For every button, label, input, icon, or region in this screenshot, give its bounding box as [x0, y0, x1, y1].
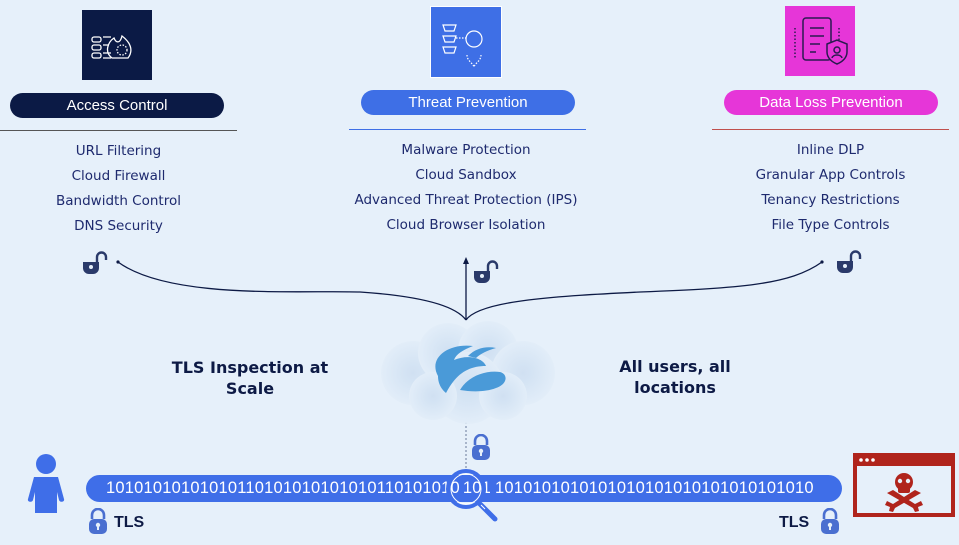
feature-url-filtering: URL Filtering — [75, 143, 162, 159]
tls-label-left: TLS — [114, 514, 145, 531]
threat-prevention-features: Malware Protection Cloud Sandbox Advance… — [330, 138, 602, 238]
feature-bandwidth-control: Bandwidth Control — [56, 193, 181, 209]
unlocked-padlock-icon — [474, 260, 499, 283]
encrypted-traffic-binary: 10101010101010110101010101010110101010 10… — [106, 475, 814, 502]
malicious-website-skull-icon — [853, 453, 955, 517]
magnifier-icon — [446, 469, 498, 522]
curve-to-data-loss-prevention — [465, 261, 823, 321]
tls-inspection-label: TLS Inspection at Scale — [171, 358, 329, 398]
tls-label-right: TLS — [779, 514, 810, 531]
access-control-features: URL Filtering Cloud Firewall Bandwidth C… — [0, 139, 237, 239]
feature-advanced-threat-protection: Advanced Threat Protection (IPS) — [354, 192, 578, 208]
access-control-title: Access Control — [10, 93, 224, 118]
document-shield-user-icon — [794, 17, 848, 65]
feature-granular-app-controls: Granular App Controls — [755, 167, 906, 183]
access-control-divider — [0, 130, 237, 131]
data-loss-prevention-icon-tile — [785, 6, 855, 76]
encrypted-traffic-bar — [86, 475, 842, 502]
user-icon — [27, 454, 65, 513]
feature-malware-protection: Malware Protection — [401, 142, 531, 158]
data-loss-prevention-title: Data Loss Prevention — [724, 90, 938, 115]
feature-cloud-firewall: Cloud Firewall — [71, 168, 166, 184]
threat-prevention-icon-tile — [430, 6, 502, 78]
feature-inline-dlp: Inline DLP — [796, 142, 865, 158]
feature-cloud-browser-isolation: Cloud Browser Isolation — [386, 217, 546, 233]
threat-prevention-divider — [349, 129, 586, 130]
all-users-label: All users, all locations — [590, 356, 760, 398]
threat-prevention-title: Threat Prevention — [361, 90, 575, 115]
locked-padlock-icon — [821, 508, 839, 534]
feature-cloud-sandbox: Cloud Sandbox — [415, 167, 517, 183]
masked-threat-inspection-icon — [442, 24, 483, 68]
feature-dns-security: DNS Security — [74, 218, 163, 234]
feature-tenancy-restrictions: Tenancy Restrictions — [761, 192, 900, 208]
unlocked-padlock-icon — [837, 250, 862, 273]
data-loss-prevention-divider — [712, 129, 949, 130]
feature-file-type-controls: File Type Controls — [771, 217, 890, 233]
data-loss-prevention-features: Inline DLP Granular App Controls Tenancy… — [712, 138, 949, 238]
binary-left: 10101010101010110101010101010110101010 — [106, 479, 460, 497]
access-control-icon-tile — [82, 10, 152, 80]
unlocked-padlock-icon — [83, 251, 108, 274]
zscaler-cloud-logo-icon — [381, 321, 555, 424]
curve-to-access-control — [117, 261, 467, 321]
binary-right: 1010101010101010101010101010101010 — [495, 479, 814, 497]
locked-padlock-icon — [472, 434, 490, 460]
firewall-flame-icon — [91, 34, 132, 59]
all-users-label-line1: All users, all — [619, 357, 731, 376]
all-users-label-line2: locations — [634, 378, 716, 397]
locked-padlock-icon — [89, 508, 107, 534]
